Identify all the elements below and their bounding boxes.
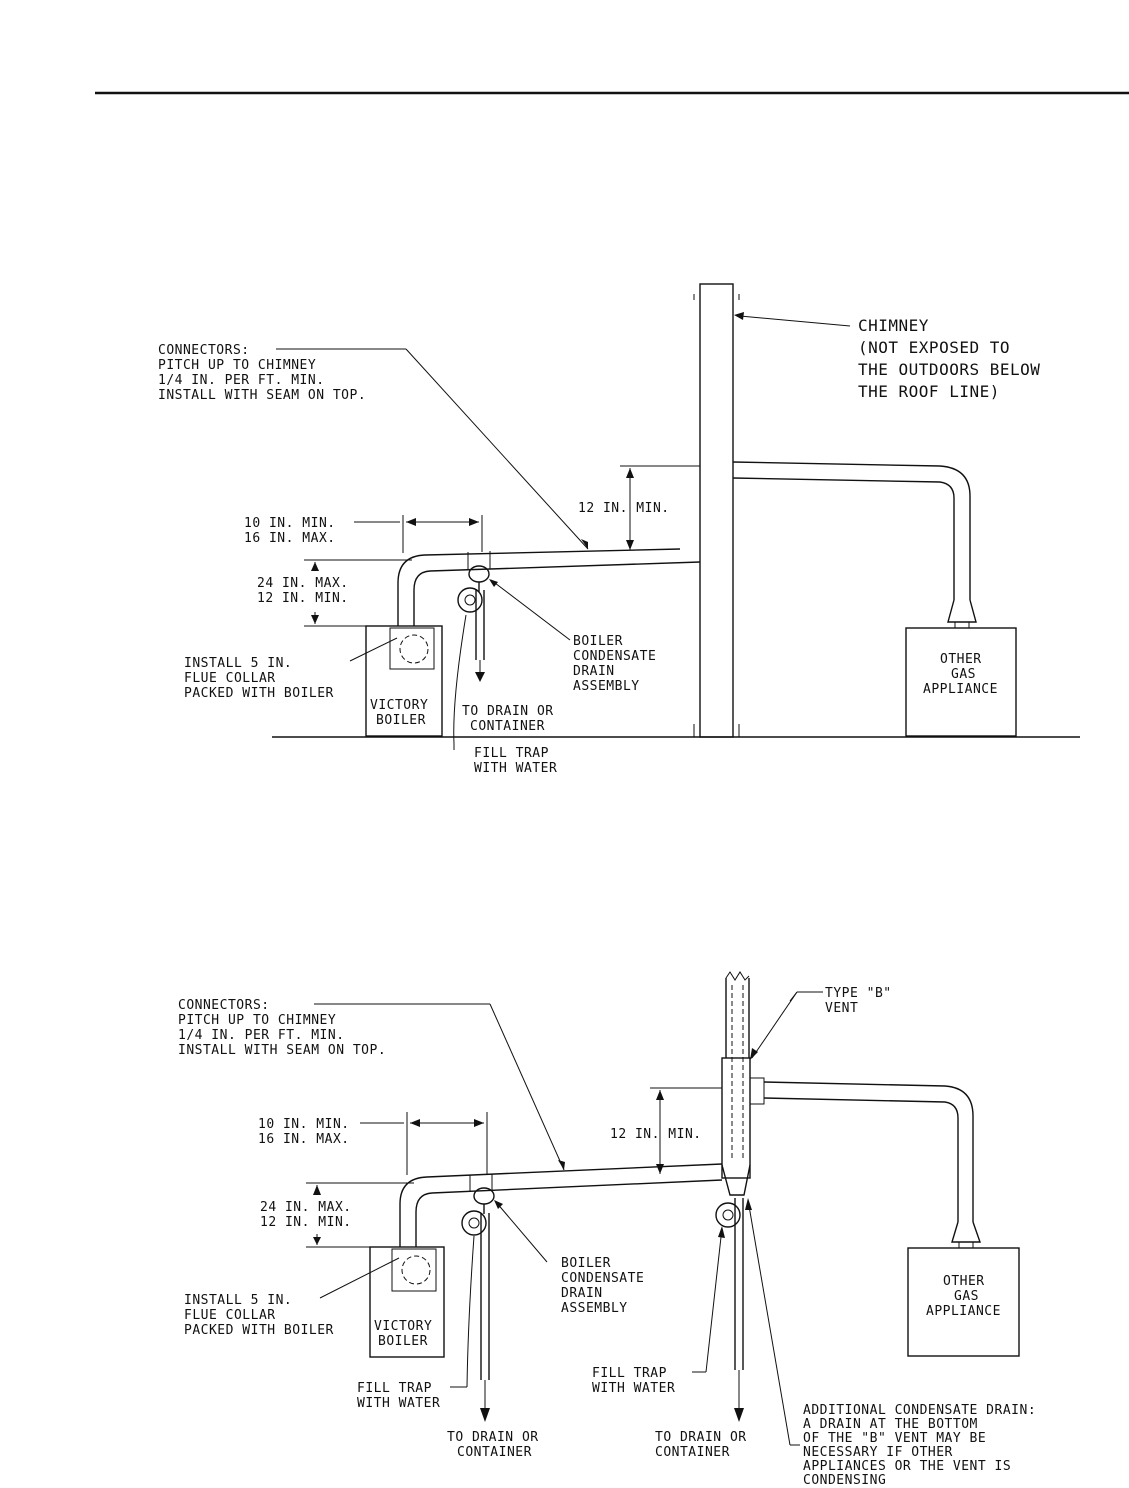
diagram-top-labels: CHIMNEY (NOT EXPOSED TO THE OUTDOORS BEL… <box>158 316 1040 776</box>
b-vent-tee <box>721 1057 751 1179</box>
top-dim-12-min: 12 IN. MIN. <box>578 501 670 516</box>
bottom-additional-4: NECESSARY IF OTHER <box>803 1445 953 1460</box>
bottom-to-drain-right-2: CONTAINER <box>655 1445 730 1460</box>
bottom-to-drain-left-1: TO DRAIN OR <box>447 1430 539 1445</box>
top-chimney-label-4: THE ROOF LINE) <box>858 382 1000 401</box>
bottom-flue-collar-3: PACKED WITH BOILER <box>184 1323 334 1338</box>
top-chimney-label-2: (NOT EXPOSED TO <box>858 338 1010 357</box>
bottom-additional-5: APPLIANCES OR THE VENT IS <box>803 1459 1011 1474</box>
bottom-connectors-3: 1/4 IN. PER FT. MIN. <box>178 1028 345 1043</box>
bottom-condensate-3: DRAIN <box>561 1286 603 1301</box>
other-gas-appliance <box>905 627 1017 737</box>
bottom-additional-1: ADDITIONAL CONDENSATE DRAIN: <box>803 1403 1036 1418</box>
bottom-additional-2: A DRAIN AT THE BOTTOM <box>803 1417 978 1432</box>
top-flue-collar-3: PACKED WITH BOILER <box>184 686 334 701</box>
bottom-additional-6: CONDENSING <box>803 1473 886 1488</box>
top-condensate-2: CONDENSATE <box>573 649 656 664</box>
bottom-vent-1: TYPE "B" <box>825 986 892 1001</box>
top-flue-collar-2: FLUE COLLAR <box>184 671 276 686</box>
top-chimney-label-1: CHIMNEY <box>858 316 929 335</box>
diagram-bottom-b-vent <box>306 971 1020 1446</box>
bottom-connectors-1: CONNECTORS: <box>178 998 270 1013</box>
bottom-flue-collar-2: FLUE COLLAR <box>184 1308 276 1323</box>
bottom-condensate-4: ASSEMBLY <box>561 1301 628 1316</box>
bottom-to-drain-left-2: CONTAINER <box>457 1445 532 1460</box>
bottom-fill-trap-right-1: FILL TRAP <box>592 1366 667 1381</box>
diagram-top-chimney <box>272 283 1080 750</box>
bottom-appliance-3: APPLIANCE <box>926 1304 1001 1319</box>
top-boiler-2: BOILER <box>376 713 426 728</box>
top-connectors-3: 1/4 IN. PER FT. MIN. <box>158 373 325 388</box>
bottom-boiler-2: BOILER <box>378 1334 428 1349</box>
bottom-dim-vertical-1: 24 IN. MAX. <box>260 1200 352 1215</box>
bottom-fill-trap-left-2: WITH WATER <box>357 1396 440 1411</box>
top-condensate-1: BOILER <box>573 634 623 649</box>
bottom-connectors-4: INSTALL WITH SEAM ON TOP. <box>178 1043 386 1058</box>
bottom-connectors-2: PITCH UP TO CHIMNEY <box>178 1013 336 1028</box>
diagram-bottom-labels: TYPE "B" VENT CONNECTORS: PITCH UP TO CH… <box>178 986 1036 1488</box>
bottom-dim-12-min: 12 IN. MIN. <box>610 1127 702 1142</box>
bottom-vent-2: VENT <box>825 1001 858 1016</box>
top-boiler-1: VICTORY <box>370 698 428 713</box>
top-appliance-3: APPLIANCE <box>923 682 998 697</box>
bottom-appliance-2: GAS <box>954 1289 979 1304</box>
bottom-flue-collar-1: INSTALL 5 IN. <box>184 1293 292 1308</box>
top-dim-vertical-1: 24 IN. MAX. <box>257 576 349 591</box>
other-gas-appliance-b <box>907 1247 1020 1357</box>
bottom-dim-horizontal-2: 16 IN. MAX. <box>258 1132 350 1147</box>
bottom-dim-vertical-2: 12 IN. MIN. <box>260 1215 352 1230</box>
bottom-condensate-1: BOILER <box>561 1256 611 1271</box>
top-dim-vertical-2: 12 IN. MIN. <box>257 591 349 606</box>
top-condensate-3: DRAIN <box>573 664 615 679</box>
top-to-drain-1: TO DRAIN OR <box>462 704 554 719</box>
top-chimney-label-3: THE OUTDOORS BELOW <box>858 360 1040 379</box>
chimney <box>699 283 734 738</box>
top-to-drain-2: CONTAINER <box>470 719 545 734</box>
bottom-to-drain-right-1: TO DRAIN OR <box>655 1430 747 1445</box>
bottom-dim-horizontal-1: 10 IN. MIN. <box>258 1117 350 1132</box>
top-flue-collar-1: INSTALL 5 IN. <box>184 656 292 671</box>
bottom-boiler-1: VICTORY <box>374 1319 432 1334</box>
bottom-fill-trap-left-1: FILL TRAP <box>357 1381 432 1396</box>
top-dim-horizontal-1: 10 IN. MIN. <box>244 516 336 531</box>
bottom-appliance-1: OTHER <box>943 1274 985 1289</box>
top-connectors-4: INSTALL WITH SEAM ON TOP. <box>158 388 366 403</box>
bottom-condensate-2: CONDENSATE <box>561 1271 644 1286</box>
top-dim-horizontal-2: 16 IN. MAX. <box>244 531 336 546</box>
top-fill-trap-2: WITH WATER <box>474 761 557 776</box>
top-condensate-4: ASSEMBLY <box>573 679 640 694</box>
bottom-additional-3: OF THE "B" VENT MAY BE <box>803 1431 986 1446</box>
top-fill-trap-1: FILL TRAP <box>474 746 549 761</box>
top-connectors-2: PITCH UP TO CHIMNEY <box>158 358 316 373</box>
bottom-fill-trap-right-2: WITH WATER <box>592 1381 675 1396</box>
victory-boiler <box>365 625 443 737</box>
victory-boiler-b <box>369 1246 445 1358</box>
top-appliance-2: GAS <box>951 667 976 682</box>
top-connectors-1: CONNECTORS: <box>158 343 250 358</box>
top-appliance-1: OTHER <box>940 652 982 667</box>
